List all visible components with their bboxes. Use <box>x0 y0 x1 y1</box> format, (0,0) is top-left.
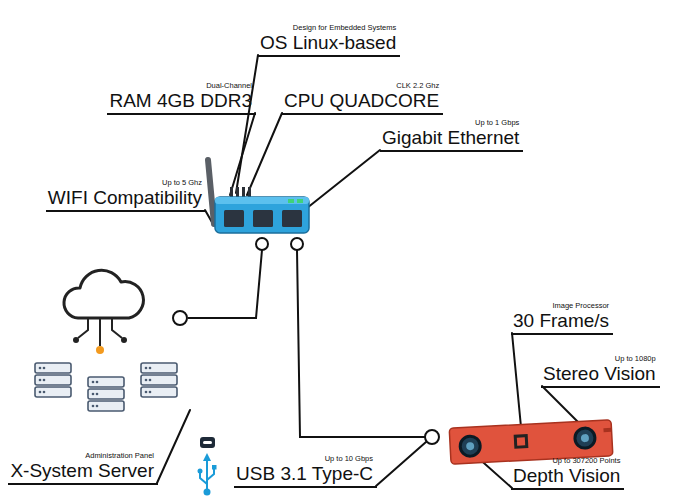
label-group: Up to 307200 PointsDepth Vision <box>511 456 624 490</box>
feature-label: 30 Frame/s <box>511 310 613 335</box>
spec-note: Up to 1 Gbps <box>380 118 523 127</box>
feature-label: CPU QUADCORE <box>282 90 443 115</box>
label-group: Administration PanelX-System Server <box>8 451 158 485</box>
feature-label: USB 3.1 Type-C <box>234 463 377 488</box>
spec-note: Administration Panel <box>8 451 158 460</box>
feature-label: OS Linux-based <box>258 32 400 57</box>
spec-note: Image Processor <box>511 301 613 310</box>
label-group: Design for Embedded SystemsOS Linux-base… <box>258 23 400 57</box>
cloud-server-icon <box>35 270 177 411</box>
label-group: Up to 1080pStereo Vision <box>541 354 660 388</box>
feature-label: X-System Server <box>8 460 158 485</box>
spec-note: Up to 1080p <box>541 354 660 363</box>
spec-note: CLK 2.2 Ghz <box>282 81 443 90</box>
feature-label: Depth Vision <box>511 465 624 490</box>
feature-label: Stereo Vision <box>541 363 660 388</box>
spec-note: Up to 5 Ghz <box>46 178 206 187</box>
label-group: Image Processor30 Frame/s <box>511 301 613 335</box>
label-group: Up to 10 GbpsUSB 3.1 Type-C <box>234 454 377 488</box>
spec-note: Up to 307200 Points <box>511 456 624 465</box>
spec-note: Up to 10 Gbps <box>234 454 377 463</box>
feature-label: Gigabit Ethernet <box>380 127 523 152</box>
usb-icon <box>198 437 217 496</box>
spec-note: Design for Embedded Systems <box>258 23 400 32</box>
leader-lines <box>157 55 584 488</box>
feature-label: RAM 4GB DDR3 <box>107 90 256 115</box>
wires <box>173 238 439 444</box>
spec-note: Dual-Channel <box>107 81 256 90</box>
router-icon <box>208 160 309 233</box>
label-group: Dual-ChannelRAM 4GB DDR3 <box>107 81 256 115</box>
label-group: CLK 2.2 GhzCPU QUADCORE <box>282 81 443 115</box>
label-group: Up to 1 GbpsGigabit Ethernet <box>380 118 523 152</box>
feature-label: WIFI Compatibility <box>46 187 206 212</box>
label-group: Up to 5 GhzWIFI Compatibility <box>46 178 206 212</box>
